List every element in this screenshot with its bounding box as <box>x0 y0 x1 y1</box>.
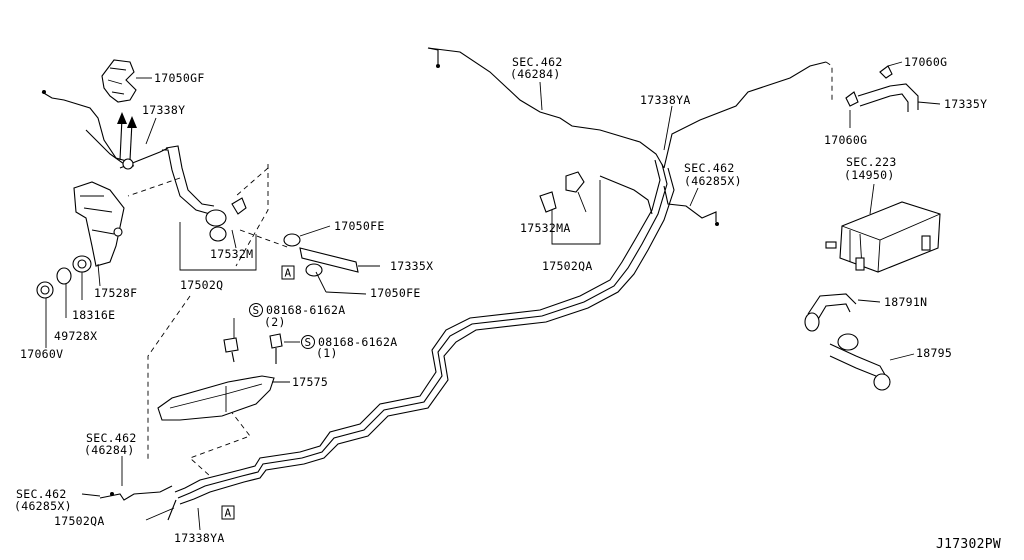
label-17575: 17575 <box>292 375 328 389</box>
label-18316E: 18316E <box>72 308 115 322</box>
label-17335Y: 17335Y <box>944 97 987 111</box>
main-tube-bundle <box>174 159 675 505</box>
diagram-id: J17302PW <box>936 537 1001 552</box>
label-17502Q: 17502Q <box>180 278 223 292</box>
label-17528F: 17528F <box>94 286 137 300</box>
parts-17532MA <box>539 171 585 213</box>
label-sec462-bl-b: (46285X) <box>14 499 72 513</box>
label-17335X: 17335X <box>390 259 433 273</box>
lower-tube-ends <box>99 485 177 521</box>
tube-17335X <box>283 233 359 277</box>
ref-box-a-upper: A <box>281 265 295 280</box>
label-sec223-a: SEC.223 <box>846 155 897 169</box>
ref-box-a-lower: A <box>221 505 235 520</box>
s-mark-2: S <box>249 303 263 317</box>
label-17338YA-bot: 17338YA <box>174 531 225 545</box>
upper-tube <box>427 47 833 226</box>
label-sec462-left-a: SEC.462 <box>86 431 137 445</box>
label-sec462-right-a: SEC.462 <box>684 161 735 175</box>
ref-a-label-upper: A <box>285 267 292 280</box>
bolts <box>223 333 283 364</box>
hose-17338Y <box>162 145 247 242</box>
label-bolt1-number: 08168-6162A <box>318 335 397 349</box>
label-17060V: 17060V <box>20 347 63 361</box>
label-18791N: 18791N <box>884 295 927 309</box>
label-17050FE-top: 17050FE <box>334 219 385 233</box>
label-17532M: 17532M <box>210 247 253 261</box>
label-17050GF: 17050GF <box>154 71 205 85</box>
label-sec462-bl-a: SEC.462 <box>16 487 67 501</box>
label-sec462-top-a: SEC.462 <box>512 55 563 69</box>
hose-17335Y <box>845 65 919 112</box>
label-17050FE-bot: 17050FE <box>370 286 421 300</box>
s-mark-1: S <box>301 335 315 349</box>
dashed-region <box>127 164 291 477</box>
leader-lines <box>45 61 941 531</box>
label-17502QA-bot: 17502QA <box>54 514 105 528</box>
label-sec462-left-b: (46284) <box>84 443 135 457</box>
label-bolt1-qty: (1) <box>316 346 338 360</box>
label-sec223-b: (14950) <box>844 168 895 182</box>
label-17338Y: 17338Y <box>142 103 185 117</box>
label-17338YA-top: 17338YA <box>640 93 691 107</box>
s-mark-label-2: S <box>253 304 260 317</box>
label-17502QA-mid: 17502QA <box>542 259 593 273</box>
label-bolt2-qty: (2) <box>264 315 286 329</box>
label-17532MA: 17532MA <box>520 221 571 235</box>
ref-a-label-lower: A <box>225 507 232 520</box>
label-sec462-right-b: (46285X) <box>684 174 742 188</box>
cover-17575 <box>157 375 275 421</box>
label-sec462-top-b: (46284) <box>510 67 561 81</box>
label-17060G-top: 17060G <box>904 55 947 69</box>
label-49728X: 49728X <box>54 329 97 343</box>
label-17060G-bot: 17060G <box>824 133 867 147</box>
canister-sec223 <box>825 201 941 273</box>
hoses-18791N-18795 <box>804 293 891 391</box>
label-18795: 18795 <box>916 346 952 360</box>
label-bolt2-number: 08168-6162A <box>266 303 345 317</box>
bracket-17528F <box>36 181 125 299</box>
s-mark-label-1: S <box>305 336 312 349</box>
